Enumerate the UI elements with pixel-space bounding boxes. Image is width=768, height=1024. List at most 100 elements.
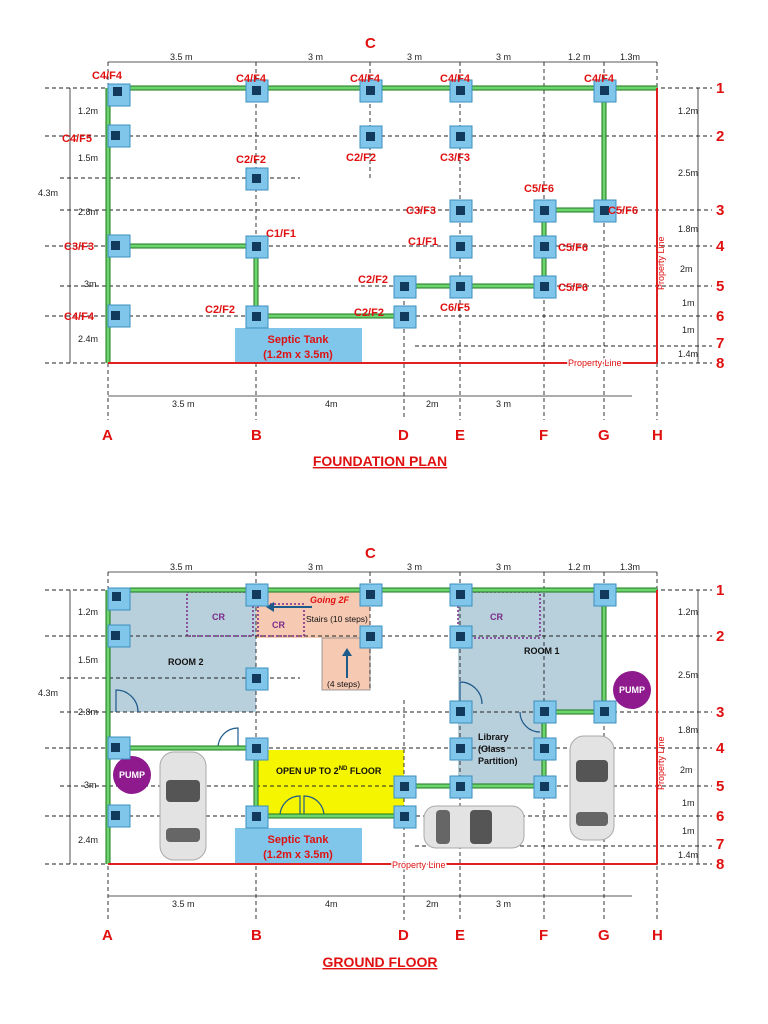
stairs-label: Stairs (10 steps) <box>306 614 368 624</box>
gf-septic-tank-size: (1.2m x 3.5m) <box>263 849 333 861</box>
right-dim-2: 2.5m <box>678 168 698 178</box>
y-axis-1: 1 <box>716 80 724 97</box>
gf-left-dim-4: 3m <box>84 780 97 790</box>
foundation-plan: C 3.5 m 3 m 3 m 3 m 1.2 m 1.3m 3.5 m 4m … <box>38 35 725 469</box>
y-axis-4: 4 <box>716 238 725 255</box>
column-b2b <box>245 167 269 191</box>
gf-septic-tank <box>235 828 362 864</box>
gf-column-b4 <box>245 737 269 761</box>
bottom-dim-1: 3.5 m <box>172 399 195 409</box>
bottom-dim-2: 4m <box>325 399 338 409</box>
col-label-a6: C4/F4 <box>64 311 95 323</box>
col-label-e4: C1/F1 <box>408 236 438 248</box>
gf-property-line-label: Property Line <box>392 860 446 870</box>
column-c2 <box>359 125 383 149</box>
door-swings <box>115 681 541 817</box>
pump-left: PUMP <box>113 756 151 794</box>
col-label-e1: C4/F4 <box>440 73 471 85</box>
col-label-b2b: C2/F2 <box>236 154 266 166</box>
gf-top-dim-6: 1.3m <box>620 562 640 572</box>
gf-left-dim-2: 1.5m <box>78 655 98 665</box>
gf-column-d6 <box>393 805 417 829</box>
column-e4 <box>449 235 473 259</box>
gf-right-dim-2: 2.5m <box>678 670 698 680</box>
gf-y-axis-1: 1 <box>716 582 724 599</box>
column-d5 <box>393 275 417 299</box>
gf-right-dim-4: 2m <box>680 765 693 775</box>
column-a1 <box>107 83 131 107</box>
gf-column-d5 <box>393 775 417 799</box>
library-label-2: (Glass <box>478 744 506 754</box>
column-b4 <box>245 235 269 259</box>
open-up-label: OPEN UP TO 2ND FLOOR <box>276 766 382 776</box>
x-axis-d: D <box>398 427 409 444</box>
gf-y-axis-2: 2 <box>716 628 724 645</box>
pump-left-label: PUMP <box>119 770 145 780</box>
gf-x-axis-labels: A B D E F G H <box>102 927 663 944</box>
cr-right-label: CR <box>490 612 503 622</box>
col-label-g1: C4/F4 <box>584 73 615 85</box>
x-axis-e: E <box>455 427 465 444</box>
library-label-3: Partition) <box>478 756 518 766</box>
septic-tank-size: (1.2m x 3.5m) <box>263 349 333 361</box>
gf-column-e3 <box>449 700 473 724</box>
going-2f-label: Going 2F <box>310 595 349 605</box>
ground-floor-plan: C 3.5 m 3 m 3 m 3 m 1.2 m 1.3m <box>38 545 725 970</box>
col-label-e2: C3/F3 <box>440 152 470 164</box>
y-axis-2: 2 <box>716 128 724 145</box>
gf-x-axis-g: G <box>598 927 610 944</box>
gf-top-dim-4: 3 m <box>496 562 511 572</box>
column-e2 <box>449 125 473 149</box>
column-d6 <box>393 305 417 329</box>
top-axis-label-c: C <box>365 35 376 52</box>
column-a2 <box>107 124 131 148</box>
col-label-f5: C5/F6 <box>558 282 588 294</box>
cr-small-label: CR <box>272 620 285 630</box>
column-b1 <box>245 79 269 103</box>
column-f5 <box>533 275 557 299</box>
gf-column-c2 <box>359 625 383 649</box>
bottom-dim-3: 2m <box>426 399 439 409</box>
room-2-label: ROOM 2 <box>168 657 204 667</box>
top-dim-4: 3 m <box>496 52 511 62</box>
gf-column-b6 <box>245 805 269 829</box>
gf-left-dim-1: 1.2m <box>78 607 98 617</box>
gf-right-dim-6: 1m <box>682 826 695 836</box>
column-f4 <box>533 235 557 259</box>
gf-column-a2 <box>107 624 131 648</box>
room-1-label: ROOM 1 <box>524 646 560 656</box>
open-to-2f-area <box>256 750 404 818</box>
gf-y-axis-7: 7 <box>716 836 724 853</box>
column-g3 <box>593 199 617 223</box>
gf-column-b2b <box>245 667 269 691</box>
gf-x-axis-f: F <box>539 927 548 944</box>
gf-x-axis-a: A <box>102 927 113 944</box>
x-axis-b: B <box>251 427 262 444</box>
top-dim-1: 3.5 m <box>170 52 193 62</box>
pump-right: PUMP <box>613 671 651 709</box>
stairs-area <box>256 590 370 638</box>
col-label-b6: C2/F2 <box>205 304 235 316</box>
column-g1 <box>593 79 617 103</box>
y-axis-5: 5 <box>716 278 724 295</box>
gf-column-f5 <box>533 775 557 799</box>
x-axis-f: F <box>539 427 548 444</box>
x-axis-g: G <box>598 427 610 444</box>
foundation-plan-title: FOUNDATION PLAN <box>313 453 447 469</box>
foundation-y-axis-labels: 1 2 3 4 5 6 7 8 <box>716 80 725 372</box>
col-label-f3: C5/F6 <box>524 183 554 195</box>
right-dim-3: 1.8m <box>678 224 698 234</box>
top-dim-2: 3 m <box>308 52 323 62</box>
gf-y-axis-4: 4 <box>716 740 725 757</box>
gf-right-dim-5: 1m <box>682 798 695 808</box>
gf-left-dim-3: 2.8m <box>78 707 98 717</box>
stairs-arrowhead-left <box>266 602 274 612</box>
gf-y-axis-3: 3 <box>716 704 724 721</box>
column-a6 <box>107 304 131 328</box>
gf-bottom-dim-1: 3.5 m <box>172 899 195 909</box>
gf-column-e1 <box>449 583 473 607</box>
gf-top-dim-2: 3 m <box>308 562 323 572</box>
cr-left-label: CR <box>212 612 225 622</box>
gf-column-a4 <box>107 736 131 760</box>
col-label-d5: C2/F2 <box>358 274 388 286</box>
